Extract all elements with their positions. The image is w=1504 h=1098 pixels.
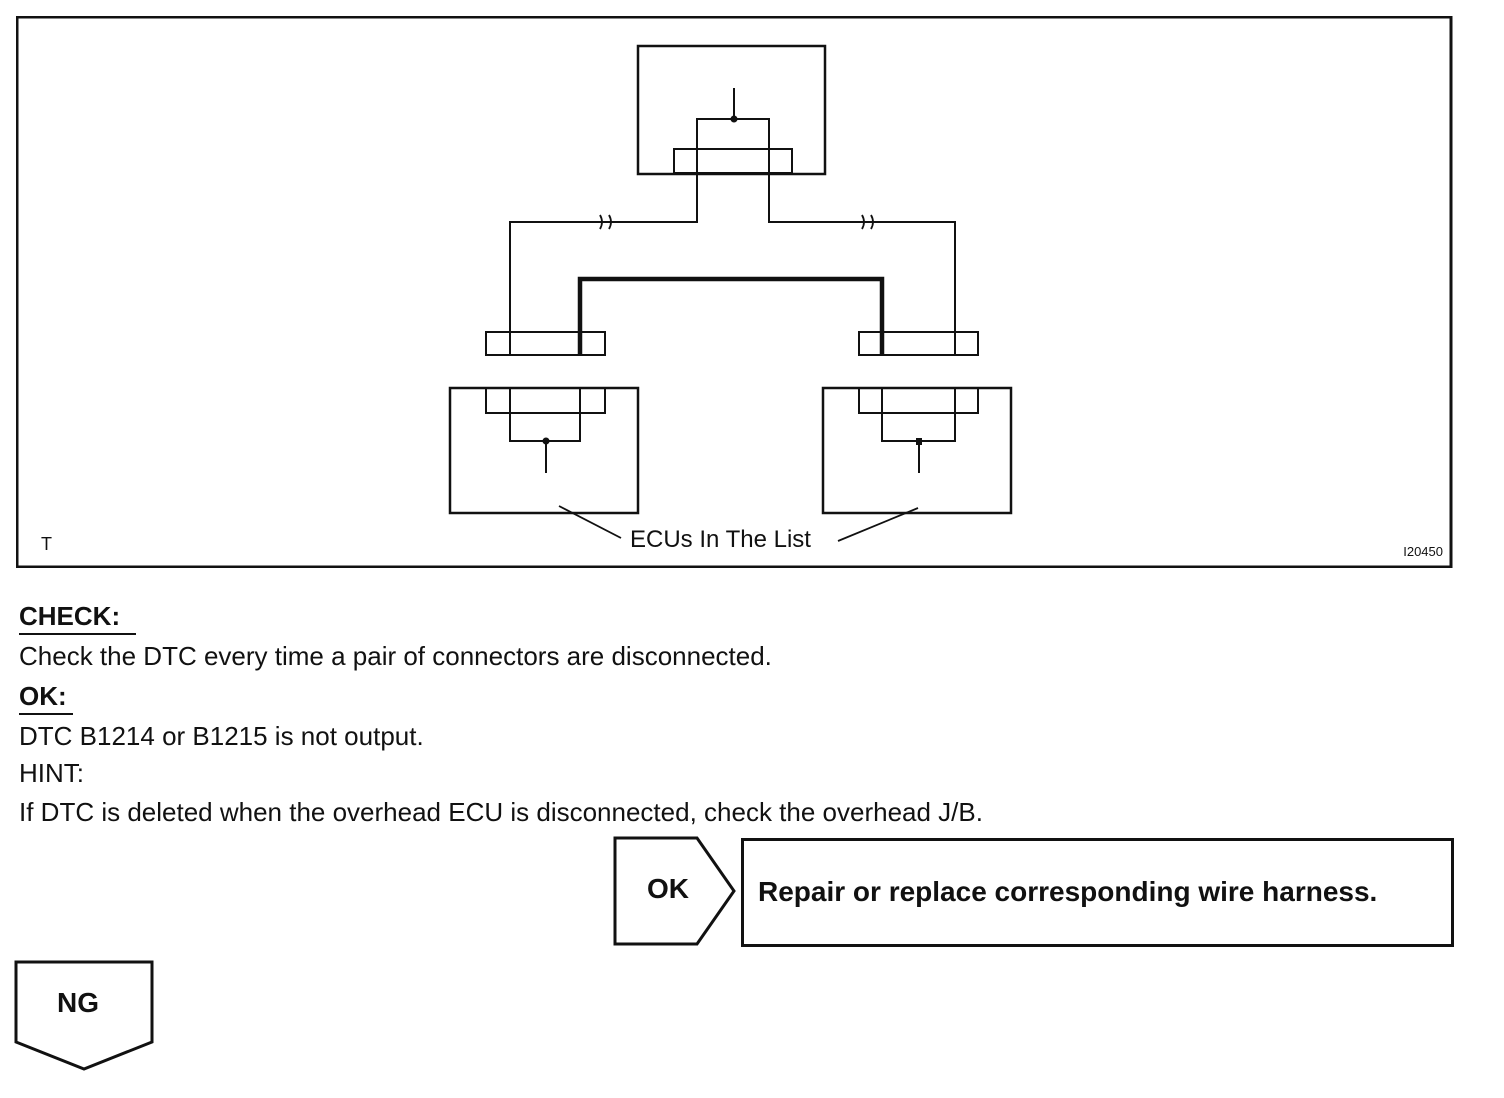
harness-wires [509, 173, 956, 332]
ok-text: DTC B1214 or B1215 is not output. [19, 721, 424, 751]
ok-arrow-label: OK [647, 873, 689, 904]
hint-heading: HINT: [19, 758, 84, 788]
right-ecu-box [821, 386, 1013, 515]
ok-heading-underline [19, 713, 73, 715]
check-text: Check the DTC every time a pair of conne… [19, 641, 772, 671]
left-connector [485, 331, 606, 356]
wiring-diagram-figure: T ECUs In The List I20450 [16, 16, 1453, 568]
figure-id: I20450 [1403, 544, 1443, 559]
ok-heading: OK: [19, 681, 67, 711]
figure-caption: ECUs In The List [628, 526, 813, 554]
check-heading: CHECK: [19, 601, 121, 631]
left-ecu-box [448, 386, 640, 515]
ok-result-text: Repair or replace corresponding wire har… [758, 876, 1378, 907]
wiring-diagram [16, 16, 1453, 568]
ng-arrow-shape [14, 960, 154, 1071]
ng-arrow-label: NG [57, 987, 99, 1018]
ok-result-box: Repair or replace corresponding wire har… [741, 838, 1454, 947]
overhead-ecu-box [636, 44, 827, 176]
jumper-wire [577, 276, 885, 355]
check-heading-underline [19, 633, 136, 635]
caption-leader-left [558, 505, 622, 539]
caption-leader-right [837, 507, 919, 542]
right-connector [858, 331, 979, 356]
figure-corner-letter: T [41, 534, 52, 554]
ok-arrow-shape [613, 836, 736, 946]
figure-frame [16, 16, 1453, 568]
hint-text: If DTC is deleted when the overhead ECU … [19, 797, 983, 827]
